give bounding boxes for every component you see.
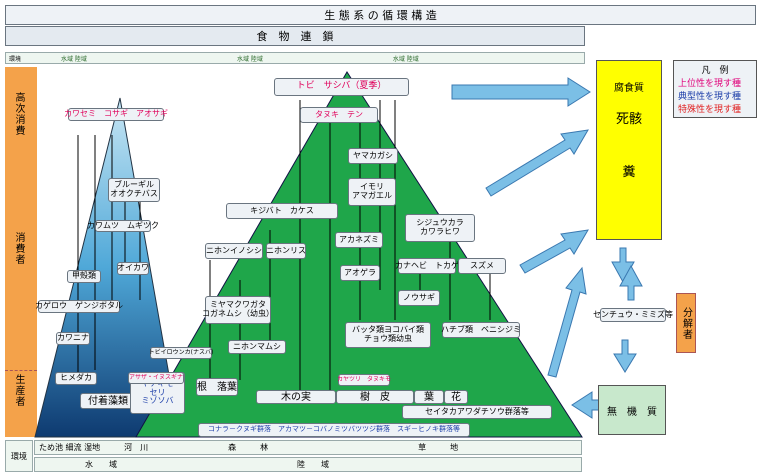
axis-producer: 生産者 — [13, 374, 24, 407]
leaves: 葉 — [414, 390, 444, 404]
legend-upper: 上位性を現す種 — [678, 79, 742, 89]
env-strip-top: 環境 水域 陸域 水域 陸域 水域 陸域 — [5, 52, 585, 64]
oikawa: オイカワ — [117, 262, 149, 275]
roots-litter: 根 落葉 — [196, 378, 238, 396]
env-strip-label: 環境 — [9, 55, 22, 63]
feces: 糞 — [622, 165, 636, 180]
decomposer-organisms: センチュウ・ミミズ等 — [593, 308, 673, 322]
food-chain-banner: 食 物 連 鎖 — [5, 26, 585, 46]
nihon-mamushi: ニホンマムシ — [228, 340, 286, 354]
habitat-ponds: ため池 細流 湿地 — [39, 443, 101, 452]
raptors: トビ サシバ（夏季） — [274, 78, 409, 96]
aquatic-insects: カゲロウ ゲンジボタル — [35, 300, 123, 313]
nousagi: ノウサギ — [398, 290, 440, 306]
domain-land: 陸 域 — [297, 460, 329, 469]
flow-arrows — [451, 77, 643, 419]
dead-bodies: 死骸 — [615, 112, 642, 127]
legend-typical: 典型性を現す種 — [678, 92, 742, 102]
imori-amagaeru: イモリ アマガエル — [348, 178, 396, 206]
legend-title: 凡 例 — [701, 66, 729, 76]
inorganic-box: 無 機 質 — [598, 385, 666, 435]
diagram-title: 生 態 系 の 循 環 構 造 — [5, 5, 756, 25]
kawanina: カワニナ — [56, 332, 90, 345]
habitat-grassland: 草 地 — [418, 443, 459, 452]
env-strip-tag-3: 水域 陸域 — [392, 55, 419, 63]
habitat-strip: ため池 細流 湿地 河 川 森 林 草 地 — [34, 440, 582, 455]
habitat-forest: 森 林 — [228, 443, 269, 452]
kawamutsu: カワムツ ムギツク — [87, 220, 159, 232]
axis-divider — [5, 370, 37, 371]
crustaceans: 甲殻類 — [67, 270, 101, 283]
akanezumi: アカネズミ — [335, 232, 383, 248]
nuts: 木の実 — [256, 390, 336, 404]
decomposer-label-box: 分解者 — [676, 293, 696, 353]
legend-special: 特殊性を現す種 — [678, 105, 742, 115]
tobiirounka: トビイロウンカ(ナスバ) — [149, 347, 213, 359]
tanuki-ten: タヌキ テン — [300, 107, 378, 123]
axis-consumer: 消費者 — [13, 232, 24, 265]
env-strip-tag-2: 水域 陸域 — [236, 55, 263, 63]
trophic-axis-bar — [5, 67, 37, 437]
kijibato-kakesu: キジバト カケス — [226, 203, 338, 219]
bottom-env-label: 環境 — [5, 440, 33, 472]
detritus-box: 腐食質 死骸 糞 — [596, 60, 662, 240]
flowers: 花 — [444, 390, 468, 404]
hachi-benishijimi: ハチブ類 ベニシジミ — [441, 322, 521, 338]
axis-high-consumer: 高次消費 — [13, 92, 24, 136]
forest-communities: コナラ－クヌギ群落 アカマツ－コバノミツバツツジ群落 スギ－ヒノキ群落等 — [198, 423, 470, 437]
nihon-inoshishi: ニホンイノシシ — [205, 243, 263, 259]
domain-water: 水 域 — [85, 460, 117, 469]
beetles: ミヤマクワガタ コガネムシ（幼虫） — [202, 296, 274, 324]
nihon-risu: ニホンリス — [266, 243, 306, 259]
attached-algae: 付着藻類 — [80, 393, 136, 409]
kanahebi-tokage: カナヘビ トカゲ — [395, 258, 459, 274]
suzume: スズメ — [458, 258, 506, 274]
shijukara: シジュウカラ カワラヒワ — [405, 214, 475, 242]
himedaka: ヒメダカ — [55, 372, 97, 385]
detritus-title: 腐食質 — [614, 83, 644, 94]
env-strip-tag-1: 水域 陸域 — [61, 55, 87, 63]
yamakagashi: ヤマカガシ — [348, 148, 398, 164]
aogera: アオゲラ — [340, 265, 380, 281]
legend-box: 凡 例 上位性を現す種 典型性を現す種 特殊性を現す種 — [673, 60, 757, 118]
water-top-predators: カワセミ コサギ アオサギ — [64, 108, 168, 121]
asaza: アサザ・イヌスギナ — [128, 372, 184, 384]
bluegill-bass: ブルーギル オオクチバス — [108, 178, 160, 202]
bark: 樹 皮 — [336, 390, 414, 404]
habitat-river: 河 川 — [124, 443, 149, 452]
kayatsuri: カヤツリ タヌキモ — [337, 374, 391, 386]
decomposer-label: 分解者 — [680, 306, 692, 340]
grasshoppers-larvae: バッタ類ヨコバイ類 チョウ類幼虫 — [345, 322, 431, 348]
domain-strip: 水 域 陸 域 — [34, 457, 582, 472]
grass-communities: セイタカアワダチソウ群落等 — [402, 405, 552, 419]
